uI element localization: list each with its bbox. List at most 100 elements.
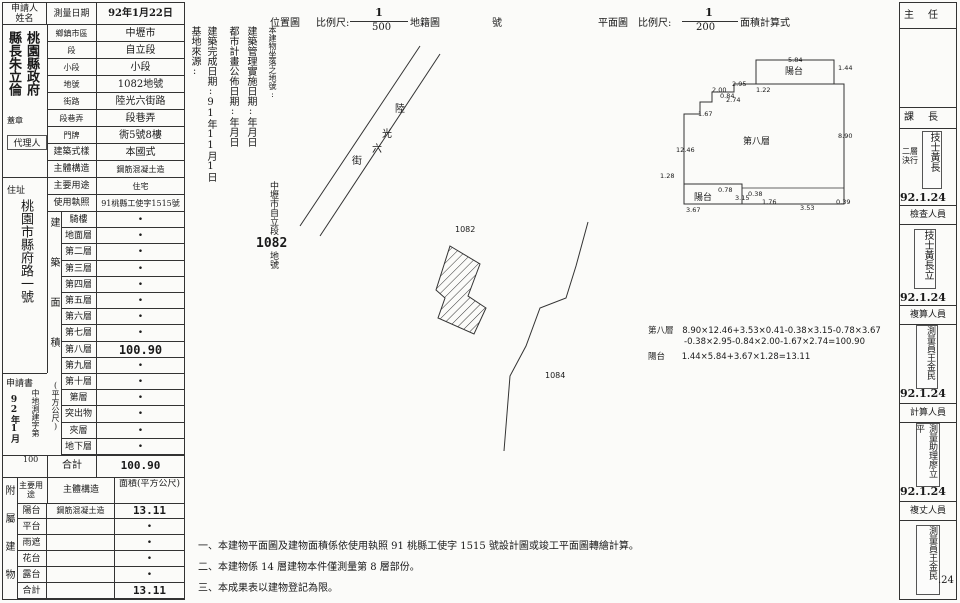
date-4: 92.1.24 [900,485,946,498]
scale-plan-den: 200 [696,22,716,33]
attach-row-struct [47,519,115,535]
attach-row-value: • [115,535,184,551]
formula-floor-label: 第八層 [648,326,674,336]
section-label: 課長 [900,107,956,129]
street-char-3: 六 [372,144,382,155]
permit-label: 使用執照 [47,195,97,212]
floors-group-label: 建築面積 [49,217,59,377]
floor-row-label: 地下層 [61,438,97,455]
use-value: 住宅 [97,178,184,195]
attach-row-use: 露台 [17,567,47,583]
area-formula: 第八層 8.90×12.46+3.53×0.41-0.38×3.15-0.78×… [648,326,898,363]
location-row-value: 中壢市 [97,25,184,42]
attach-header-struct: 主體構造 [47,477,115,503]
floors-unit-label: (平方公尺) [51,381,60,431]
floor-row-value: • [97,423,184,439]
floor-row-label: 地面層 [61,228,97,245]
formula-floor-line1: 8.90×12.46+3.53×0.41-0.38×3.15-0.78×3.67 [682,326,881,336]
floor-row-label: 第六層 [61,309,97,326]
scale-loc-den: 500 [372,22,392,33]
location-row-label: 段 [47,42,97,59]
street-char-4: 街 [352,156,362,167]
location-row-value: 小段 [97,59,184,76]
attach-row-value: • [115,519,184,535]
floor-row-value: • [97,293,184,310]
apply-side: 中地測建字第 [31,389,40,437]
attach-row-value: 13.11 [115,583,184,599]
attach-group: 附屬建物 [4,485,14,597]
floor-row-label: 夾層 [61,422,97,439]
floor-row-label: 第七層 [61,325,97,342]
street-char-1: 陸 [395,104,405,115]
plan-dimension-label: 1.22 [756,86,771,94]
date-5: .24 [938,575,954,586]
floor-row-label: 第二層 [61,244,97,261]
use-label: 主要用途 [47,178,97,195]
scale-loc-num: 1 [375,6,383,19]
floor-row-value: • [97,212,184,229]
formula-floor-line2: -0.38×2.95-0.84×2.00-1.67×2.74=100.90 [684,337,865,347]
attach-header-area: 面積(平方公尺) [118,479,181,489]
structure-value: 本國式 [97,144,184,161]
attach-row-struct [47,535,115,551]
check-label: 檢查人員 [900,205,956,225]
stamp-1: 技士黃長 [922,131,942,189]
lot-1082-label: 1082 [455,225,476,234]
attach-row-value: • [115,551,184,567]
attach-row-value: 13.11 [115,503,184,519]
permit-value: 91桃縣工使字1515號 [97,195,184,212]
owner-name: 縣長朱立倫 [6,31,21,96]
location-row-label: 地號 [47,76,97,93]
apply-no: 100 [23,455,39,464]
plan-balcony-top: 陽台 [785,67,804,77]
location-row-label: 鄉鎮市區 [47,25,97,42]
floor-row-value: • [97,390,184,407]
plan-dimension-label: 0.38 [748,190,763,198]
floor-row-value: • [97,374,184,391]
attach-row-use: 合計 [17,583,47,599]
plan-dimension-label: 0.78 [718,186,733,194]
structure-label: 建築式樣 [47,144,97,161]
attach-row-struct [47,551,115,567]
note-3: 三、本成果表以建物登記為限。 [198,583,338,594]
stamp-4: 測量助理廖立平 [914,423,940,487]
building-footprint [435,245,487,335]
main-structure-label: 主體構造 [47,161,97,178]
plan-balcony-bottom: 陽台 [694,193,713,203]
apply-label: 申請書 [6,379,34,389]
lot-boundary [503,221,589,452]
formula-balcony-label: 陽台 [648,352,666,362]
attach-row-use: 花台 [17,551,47,567]
total-label: 合計 [47,455,97,477]
floor-row-label: 第八層 [61,341,97,358]
note-2: 二、本建物係 14 層建物本件僅測量第 8 層部份。 [198,562,420,573]
stamp-3: 測量員王金民 [916,325,938,389]
attach-row-struct [47,567,115,583]
floor-row-value: 100.90 [97,342,184,358]
floor-plan [683,59,845,205]
location-map-label: 位置圖 [270,18,300,29]
plan-dimension-label: 0.39 [836,198,851,206]
floor-row-label: 第十層 [61,374,97,391]
urban-plan-label: 都市計畫公佈日期:年月日 [227,26,238,147]
plan-dimension-label: 1.67 [698,110,713,118]
plan-floor-name: 第八層 [743,137,771,147]
attach-row-value: • [115,567,184,583]
plan-dimension-label: 5.84 [788,56,803,64]
plan-label: 平面圖 [598,18,628,29]
location-row-label: 段巷弄 [47,110,97,127]
floor-row-value: • [97,358,184,374]
calc-label: 計算人員 [900,403,956,423]
plan-dimension-label: 0.84 [720,92,735,100]
location-row-label: 小段 [47,59,97,76]
floor-row-label: 騎樓 [61,212,97,229]
floor-row-value: • [97,261,184,277]
location-row-value: 衖5號8樓 [97,127,184,144]
address-value: 桃園市縣府路一號 [18,199,33,303]
owner-gov: 桃園縣政府 [24,31,39,96]
location-row-label: 門牌 [47,127,97,144]
sub-label: 二層決行 [902,147,918,165]
location-map [299,45,589,452]
cadastral-label: 地籍圖 [410,18,440,29]
